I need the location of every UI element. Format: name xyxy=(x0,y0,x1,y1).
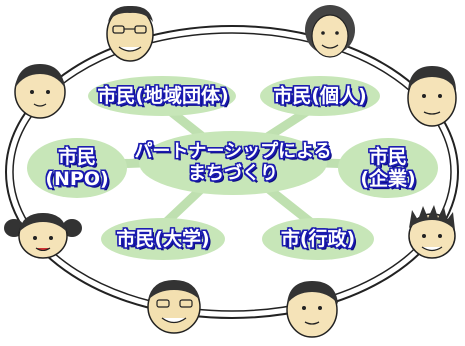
bg-npo xyxy=(27,138,127,198)
node-company-label-line1: 市民 xyxy=(368,146,407,168)
face-icon-girl-pigtails xyxy=(4,213,82,259)
outer-ring-outer xyxy=(5,25,459,319)
node-city-government-label: 市(行政) xyxy=(280,228,356,250)
node-npo-label-line2: (NPO) xyxy=(45,168,109,190)
face-icon-boy-bottom-right xyxy=(286,281,338,338)
bg-individual xyxy=(260,76,380,116)
node-city-government: 市(行政) xyxy=(263,228,373,250)
face-icon-man-right xyxy=(407,66,457,127)
bg-company xyxy=(338,138,438,198)
bg-city xyxy=(262,218,374,260)
node-center: パートナーシップによる まちづくり xyxy=(130,141,336,185)
node-individual: 市民(個人) xyxy=(262,85,378,107)
node-community-group-label: 市民(地域団体) xyxy=(97,85,229,107)
node-community-group: 市民(地域団体) xyxy=(88,85,238,107)
face-icon-woman-curly xyxy=(305,5,355,58)
bg-community-group xyxy=(88,76,236,116)
node-npo-label-line1: 市民 xyxy=(57,146,96,168)
face-icon-girl xyxy=(14,64,66,119)
face-icon-boy-spiky xyxy=(408,205,456,259)
face-icon-man-glasses xyxy=(106,5,154,62)
outer-ring-inner xyxy=(12,32,452,312)
node-backgrounds xyxy=(27,76,438,260)
node-npo: 市民 (NPO) xyxy=(27,146,127,190)
center-label-line2: まちづくり xyxy=(188,163,278,184)
node-company-label-line2: (企業) xyxy=(360,168,416,190)
node-individual-label: 市民(個人) xyxy=(273,85,367,107)
face-icon-man-bottom-left xyxy=(147,280,201,334)
bg-university xyxy=(101,218,225,260)
node-university: 市民(大学) xyxy=(103,228,223,250)
node-company: 市民 (企業) xyxy=(338,146,438,190)
node-university-label: 市民(大学) xyxy=(116,228,210,250)
bg-center xyxy=(139,131,327,195)
center-label-line1: パートナーシップによる xyxy=(134,141,332,162)
